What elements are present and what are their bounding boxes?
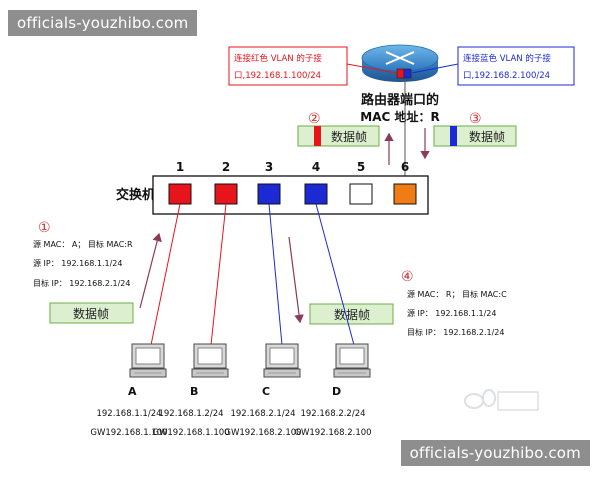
switch-port-2: [214, 183, 238, 205]
port-number-4: 4: [312, 160, 320, 174]
svg-text:连接蓝色 VLAN 的子接: 连接蓝色 VLAN 的子接: [463, 53, 551, 64]
baidu-watermark-logo: [464, 389, 539, 411]
router: [361, 44, 439, 82]
port-number-5: 5: [357, 160, 365, 174]
step4-marker: ④: [401, 269, 414, 285]
router-blue-subinterface: [403, 68, 412, 79]
step3-frame: 数据帧: [433, 125, 517, 147]
step4-line1: 源 MAC： R； 目标 MAC:C: [407, 289, 507, 299]
computer-name: A: [128, 385, 137, 398]
step1-line2: 源 IP： 192.168.1.1/24: [33, 259, 123, 268]
switch-port-6: [393, 183, 417, 205]
step3-marker: ③: [469, 111, 482, 127]
watermark-badge-bottom: officials-youzhibo.com: [400, 440, 590, 466]
router-red-subinterface: [396, 68, 405, 79]
step1-line3: 目标 IP： 192.168.2.1/24: [33, 278, 131, 288]
watermark-badge-top: officials-youzhibo.com: [8, 10, 198, 36]
svg-text:口,192.168.1.100/24: 口,192.168.1.100/24: [234, 71, 321, 81]
computer-icon: [129, 343, 167, 378]
step4-line2: 源 IP： 192.168.1.1/24: [407, 309, 497, 318]
switch-body: [152, 175, 429, 215]
step4-frame: 数据帧: [309, 303, 394, 325]
computer-ip: 192.168.1.2/24: [158, 409, 223, 419]
step4-line3: 目标 IP： 192.168.2.1/24: [407, 327, 505, 337]
cable-port1-a: [150, 203, 181, 346]
step1-arrow: [139, 232, 162, 309]
computer-ip: 192.168.2.1/24: [230, 409, 295, 419]
computer-icon: [263, 343, 301, 378]
switch-port-3: [257, 183, 281, 205]
red-vlan-connector: [346, 63, 397, 74]
step1-marker: ①: [38, 220, 51, 236]
red-vlan-subinterface-box: 连接红色 VLAN 的子接 口,192.168.1.100/24: [228, 46, 348, 86]
svg-text:连接红色 VLAN 的子接: 连接红色 VLAN 的子接: [234, 53, 322, 64]
computer-name: B: [190, 385, 198, 398]
step2-frame: 数据帧: [297, 125, 380, 147]
port-number-3: 3: [265, 160, 273, 174]
step2-marker: ②: [308, 111, 321, 127]
blue-vlan-connector: [411, 63, 459, 74]
router-label-line1: 路由器端口的: [361, 92, 439, 108]
router-arrows-icon: [385, 51, 415, 65]
cable-port4-d: [315, 203, 355, 346]
step1-frame: 数据帧: [49, 302, 134, 324]
svg-text:口,192.168.2.100/24: 口,192.168.2.100/24: [463, 71, 550, 81]
port-number-2: 2: [222, 160, 230, 174]
switch-port-1: [168, 183, 192, 205]
computer-icon: [333, 343, 371, 378]
computer-gateway: GW192.168.2.100: [224, 428, 301, 438]
svg-text:数据帧: 数据帧: [469, 129, 505, 144]
port-number-1: 1: [176, 160, 184, 174]
svg-text:数据帧: 数据帧: [331, 129, 367, 144]
computer-gateway: GW192.168.1.100: [152, 428, 229, 438]
switch-port-5: [349, 183, 373, 205]
svg-text:数据帧: 数据帧: [73, 306, 109, 321]
computer-name: D: [332, 385, 341, 398]
computer-gateway: GW192.168.2.100: [294, 428, 371, 438]
router-label-line2: MAC 地址：R: [360, 109, 439, 124]
computer-gateway: GW192.168.1.100: [90, 428, 167, 438]
switch-label: 交换机: [116, 187, 155, 203]
blue-vlan-subinterface-box: 连接蓝色 VLAN 的子接 口,192.168.2.100/24: [457, 46, 575, 86]
computer-ip: 192.168.1.1/24: [96, 409, 161, 419]
step1-line1: 源 MAC： A； 目标 MAC:R: [33, 239, 133, 249]
cable-port2-b: [210, 203, 227, 346]
computer-name: C: [262, 385, 270, 398]
cable-port3-c: [268, 203, 283, 346]
computer-icon: [191, 343, 229, 378]
port-number-6: 6: [401, 160, 409, 174]
step4-arrow: [288, 236, 304, 324]
computer-ip: 192.168.2.2/24: [300, 409, 365, 419]
switch-port-4: [304, 183, 328, 205]
svg-text:数据帧: 数据帧: [334, 307, 370, 322]
